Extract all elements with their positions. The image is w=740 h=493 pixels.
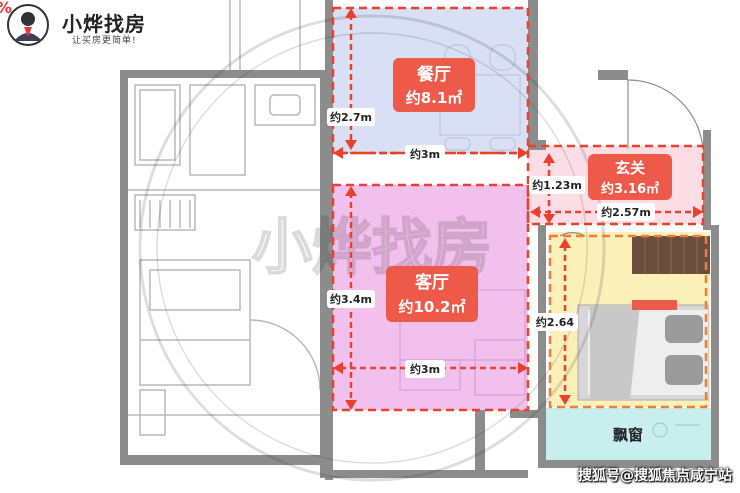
brand-name: 小烨找房 bbox=[62, 12, 146, 36]
dimension-arrowheads bbox=[333, 8, 703, 410]
dining-width-label: 约3m bbox=[410, 147, 440, 161]
bay-window-label: 飘窗 bbox=[613, 426, 643, 444]
foyer-name: 玄关 bbox=[615, 159, 645, 177]
brand-slogan: 让买房更简单! bbox=[72, 36, 137, 46]
brand-avatar-icon bbox=[7, 4, 49, 46]
foyer-area: 约3.16㎡ bbox=[601, 181, 659, 197]
walls bbox=[325, 0, 719, 480]
bay-window-cushion bbox=[652, 422, 700, 438]
living-depth-label: 约3.4m bbox=[330, 292, 372, 306]
brand-percent-mark: % bbox=[0, 0, 12, 17]
foyer-depth-label: 约1.23m bbox=[532, 178, 582, 192]
wardrobe bbox=[632, 236, 710, 274]
brand-header: % 小烨找房 让买房更简单! bbox=[0, 0, 175, 50]
bedroom-depth-label: 约2.64 bbox=[536, 315, 574, 329]
source-credit: 搜狐号@搜狐焦点咸宁站 bbox=[578, 468, 732, 484]
dining-area: 约8.1㎡ bbox=[406, 89, 463, 107]
living-width-label: 约3m bbox=[410, 362, 440, 376]
living-area: 约10.2㎡ bbox=[398, 298, 465, 316]
foyer-width-label: 约2.57m bbox=[601, 205, 651, 219]
dining-depth-label: 约2.7m bbox=[330, 110, 372, 124]
room-outlines bbox=[331, 6, 705, 412]
bay-window-area bbox=[546, 408, 711, 460]
bay-window-name: 飘窗 bbox=[613, 426, 643, 444]
living-label: 客厅 约10.2㎡ bbox=[386, 266, 478, 322]
bedroom-label-fragment bbox=[632, 300, 677, 310]
dining-label: 餐厅 约8.1㎡ bbox=[393, 58, 475, 112]
foyer-label: 玄关 约3.16㎡ bbox=[588, 154, 672, 200]
dining-name: 餐厅 bbox=[417, 64, 451, 85]
bed bbox=[577, 304, 709, 401]
living-name: 客厅 bbox=[414, 272, 449, 293]
